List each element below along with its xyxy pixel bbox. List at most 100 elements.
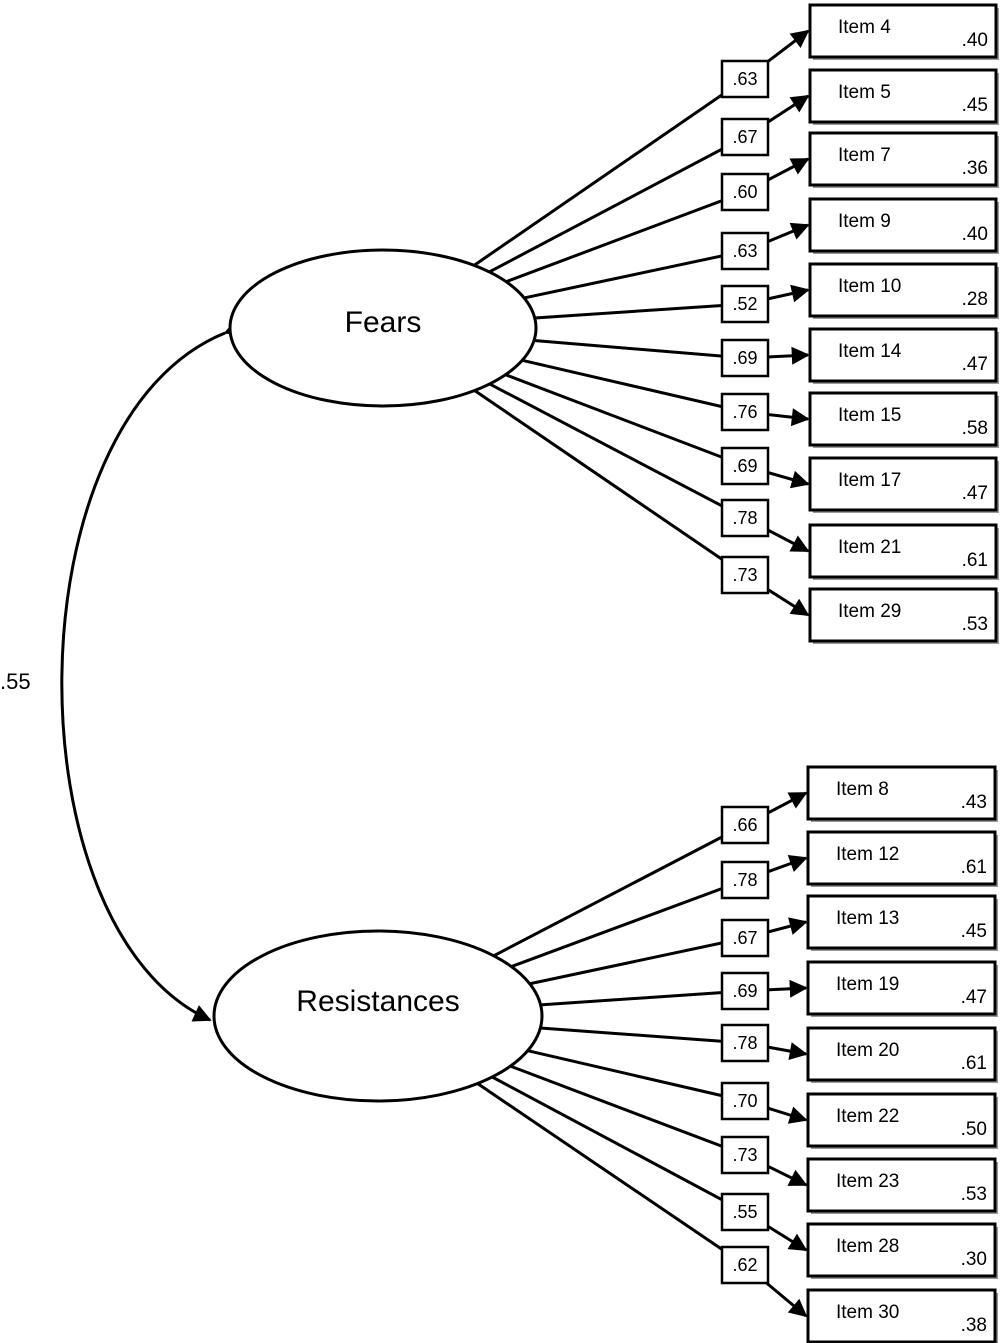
loading-value: .76 [732,402,757,422]
r-squared-value: .47 [962,354,988,375]
loading-box [720,117,770,157]
loading-value: .63 [732,241,757,261]
factor-label: Resistances [296,985,459,1018]
item-box [808,391,998,447]
item-box [808,587,998,643]
loading-value: .66 [732,815,757,835]
indicator-path: .69 Item 14 .47 [533,327,999,384]
loading-box [720,555,770,595]
indicator-path: .63 Item 9 .40 [523,197,999,300]
loading-value: .69 [732,348,757,368]
loading-box [720,918,770,958]
item-label: Item 14 [838,341,902,362]
r-squared-value: .47 [961,987,987,1008]
indicator-path: .60 Item 7 .36 [505,131,999,284]
loading-box [720,1245,770,1285]
item-box [808,3,998,59]
indicator-path: .78 Item 20 .61 [540,1023,998,1083]
loading-value: .69 [732,456,757,476]
loading-box [720,1192,770,1232]
loading-value: .78 [732,508,757,528]
r-squared-value: .40 [962,30,988,51]
item-box [808,456,998,512]
item-label: Item 12 [836,844,899,865]
r-squared-value: .53 [962,614,988,635]
r-squared-value: .40 [962,224,988,245]
r-squared-value: .58 [962,418,988,439]
item-box [806,1092,997,1148]
item-box [806,1026,997,1082]
item-box [808,327,998,383]
loading-box [720,1081,770,1121]
item-box [806,765,997,821]
loading-box [720,860,770,900]
loading-value: .55 [732,1202,757,1222]
loading-value: .60 [732,182,757,202]
loading-box [720,231,770,271]
factor-resistances: Resistances [212,929,544,1103]
item-label: Item 19 [836,974,899,995]
loading-value: .63 [732,69,757,89]
item-box [806,830,997,886]
r-squared-value: .36 [962,158,988,179]
item-label: Item 13 [836,908,899,929]
item-box [808,68,998,124]
loading-value: .78 [732,1033,757,1053]
factor-label: Fears [345,306,422,339]
item-label: Item 15 [838,405,901,426]
loading-value: .62 [732,1255,757,1275]
loading-value: .70 [732,1091,757,1111]
loading-box [720,392,770,432]
item-label: Item 7 [838,145,891,166]
item-label: Item 20 [836,1040,899,1061]
item-box [806,894,997,950]
loading-value: .73 [732,1145,757,1165]
r-squared-value: .61 [961,1053,987,1074]
item-label: Item 22 [836,1106,899,1127]
item-label: Item 21 [838,537,901,558]
item-label: Item 30 [836,1302,899,1323]
r-squared-value: .38 [961,1315,987,1336]
r-squared-value: .61 [962,550,988,571]
item-label: Item 17 [838,470,901,491]
loading-value: .67 [732,127,757,147]
item-label: Item 9 [838,211,891,232]
correlation-value: .55 [0,669,31,694]
loading-value: .73 [732,565,757,585]
indicator-path: .76 Item 15 .58 [521,358,999,448]
item-label: Item 29 [838,601,901,622]
item-label: Item 10 [838,276,901,297]
loading-value: .67 [732,928,757,948]
loading-box [720,59,770,99]
loading-box [720,284,770,324]
loading-value: .78 [732,870,757,890]
item-box [808,131,998,187]
loading-box [720,498,770,538]
r-squared-value: .45 [962,95,988,116]
r-squared-value: .30 [961,1249,987,1270]
item-box [808,262,998,318]
r-squared-value: .47 [962,483,988,504]
item-box [806,1222,997,1278]
indicator-path: .63 Item 4 .40 [473,3,999,267]
r-squared-value: .28 [962,289,988,310]
item-box [808,197,998,253]
item-label: Item 4 [838,17,891,38]
loading-box [720,971,770,1011]
loading-box [720,805,770,845]
loading-box [720,446,770,486]
factor-fears: Fears [228,248,538,408]
item-label: Item 23 [836,1171,899,1192]
